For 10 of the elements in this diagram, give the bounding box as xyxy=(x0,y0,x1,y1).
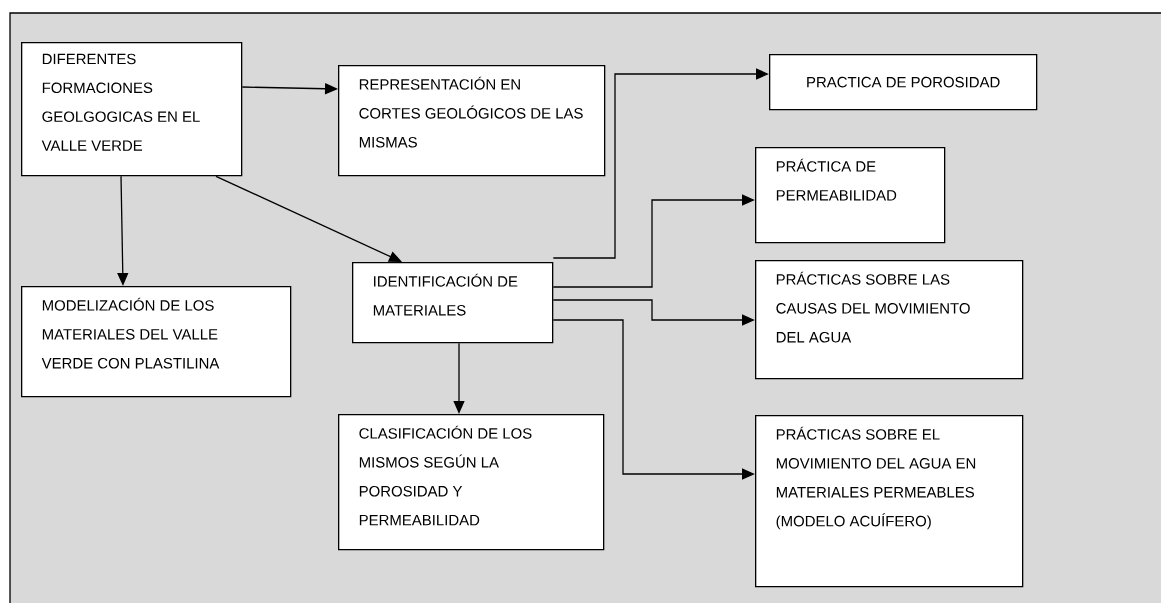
process-box: PRÁCTICAS SOBRE LAS CAUSAS DEL MOVIMIENTO DEL AGUA xyxy=(755,260,1024,380)
arrow xyxy=(215,175,402,262)
process-box: PRÁCTICAS SOBRE EL MOVIMIENTO DEL AGUA EN MATERIALES PERMEABLES (MODELO ACUÍFERO) xyxy=(755,415,1024,588)
process-box: DIFERENTES FORMACIONES GEOLGOGICAS EN EL VALLE VERDE xyxy=(21,42,243,177)
process-box: PRÁCTICA DE PERMEABILIDAD xyxy=(755,147,946,244)
process-box: IDENTIFICACIÓN DE MATERIALES xyxy=(352,262,554,344)
process-box: CLASIFICACIÓN DE LOS MISMOS SEGÚN LA POROSIDAD Y PERMEABILIDAD xyxy=(338,414,605,551)
process-box: REPRESENTACIÓN EN CORTES GEOLÓGICOS DE LAS MISMAS xyxy=(338,65,606,177)
process-box: PRACTICA DE POROSIDAD xyxy=(769,54,1038,111)
process-box: MODELIZACIÓN DE LOS MATERIALES DEL VALLE VERDE CON PLASTILINA xyxy=(21,286,292,398)
